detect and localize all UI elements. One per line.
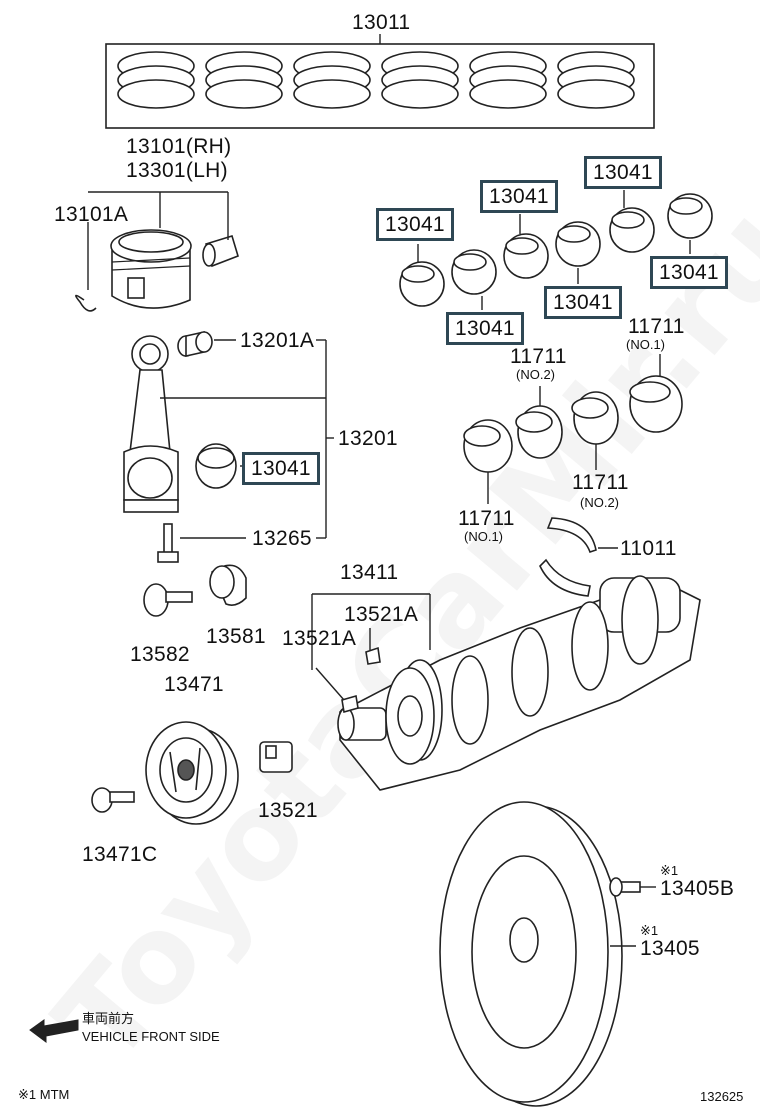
conrod-bearing-icon xyxy=(195,443,237,489)
washer-bolt-icon xyxy=(143,583,193,617)
label-conrod-bolt[interactable]: 13265 xyxy=(252,527,312,550)
timing-sprocket-icon xyxy=(385,667,435,765)
piston-ring-icon xyxy=(381,79,459,109)
label-piston-rh[interactable]: 13101(RH) xyxy=(126,135,232,158)
flywheel-bolt-mark: ※1 xyxy=(660,863,679,878)
label-main-bearing-no1-bot[interactable]: 11711 xyxy=(458,507,515,530)
label-washer-plate[interactable]: 13581 xyxy=(206,625,266,648)
label-crankshaft[interactable]: 13411 xyxy=(340,561,399,584)
note-main-bearing-no2-bot: (NO.2) xyxy=(580,495,619,510)
label-piston-lh[interactable]: 13301(LH) xyxy=(126,159,228,182)
flywheel-icon xyxy=(439,801,623,1107)
bushing-icon xyxy=(177,331,213,357)
pulley-bolt-icon xyxy=(91,787,135,813)
label-conrod[interactable]: 13201 xyxy=(338,427,398,450)
note-main-bearing-no2-top: (NO.2) xyxy=(516,367,555,382)
main-bearing-icon-3 xyxy=(515,405,563,459)
label-thrust-washer[interactable]: 11011 xyxy=(620,537,677,560)
label-bearing-d[interactable]: 13041 xyxy=(650,256,728,289)
snap-ring-icon xyxy=(75,294,97,312)
piston-rings-icon xyxy=(117,51,635,109)
note-main-bearing-no1-bot: (NO.1) xyxy=(464,529,503,544)
piston-ring-icon xyxy=(117,79,195,109)
key-icon-2 xyxy=(341,694,359,714)
main-bearing-icon-2 xyxy=(571,391,619,445)
label-ring-set[interactable]: 13011 xyxy=(352,11,411,34)
label-bearing-b[interactable]: 13041 xyxy=(480,180,558,213)
flywheel-mark: ※1 xyxy=(640,923,659,938)
flywheel-bolt-icon xyxy=(609,877,641,897)
thrust-washer-icon xyxy=(539,517,597,597)
label-pulley-bolt[interactable]: 13471C xyxy=(82,843,158,866)
label-bearing-e[interactable]: 13041 xyxy=(544,286,622,319)
piston-pin-icon xyxy=(202,234,239,268)
main-bearing-icon-1 xyxy=(629,375,683,433)
piston-ring-icon xyxy=(469,79,547,109)
rod-bearing-icon-1 xyxy=(667,193,713,239)
washer-plate-icon xyxy=(209,564,247,606)
front-arrow-icon xyxy=(29,1019,79,1043)
front-note-en: VEHICLE FRONT SIDE xyxy=(82,1029,220,1044)
crank-gear-icon xyxy=(259,741,293,773)
diagram-id: 132625 xyxy=(700,1089,744,1104)
label-snap-ring[interactable]: 13101A xyxy=(54,203,129,226)
label-conrod-bearing[interactable]: 13041 xyxy=(242,452,320,485)
label-main-bearing-no2-bot[interactable]: 11711 xyxy=(572,471,629,494)
rod-bearing-icon-6 xyxy=(399,261,445,307)
label-bearing-a[interactable]: 13041 xyxy=(376,208,454,241)
label-pulley[interactable]: 13471 xyxy=(164,673,224,696)
label-key-1[interactable]: 13521A xyxy=(344,603,419,626)
connecting-rod-icon xyxy=(123,335,179,513)
key-icon-1 xyxy=(365,646,381,665)
note-main-bearing-no1-top: (NO.1) xyxy=(626,337,665,352)
label-bearing-f[interactable]: 13041 xyxy=(446,312,524,345)
label-crank-gear[interactable]: 13521 xyxy=(258,799,318,822)
piston-icon xyxy=(110,229,192,309)
rod-bearing-icon-2 xyxy=(609,207,655,253)
rod-bearing-icon-4 xyxy=(503,233,549,279)
label-bearing-c[interactable]: 13041 xyxy=(584,156,662,189)
crank-pulley-icon xyxy=(145,721,239,825)
label-main-bearing-no1-top[interactable]: 11711 xyxy=(628,315,685,338)
label-washer[interactable]: 13582 xyxy=(130,643,190,666)
label-flywheel-bolt[interactable]: 13405B xyxy=(660,877,735,900)
rod-bearing-icon-3 xyxy=(555,221,601,267)
conrod-bolt-icon xyxy=(157,523,179,563)
label-key-2[interactable]: 13521A xyxy=(282,627,357,650)
main-bearing-icon-4 xyxy=(463,419,513,473)
piston-ring-icon xyxy=(557,79,635,109)
piston-ring-icon xyxy=(293,79,371,109)
label-flywheel[interactable]: 13405 xyxy=(640,937,700,960)
label-main-bearing-no2-top[interactable]: 11711 xyxy=(510,345,567,368)
piston-ring-icon xyxy=(205,79,283,109)
label-bushing[interactable]: 13201A xyxy=(240,329,315,352)
rod-bearing-icon-5 xyxy=(451,249,497,295)
footnote: ※1 MTM xyxy=(18,1087,70,1102)
front-note-jp: 車両前方 xyxy=(82,1011,135,1026)
